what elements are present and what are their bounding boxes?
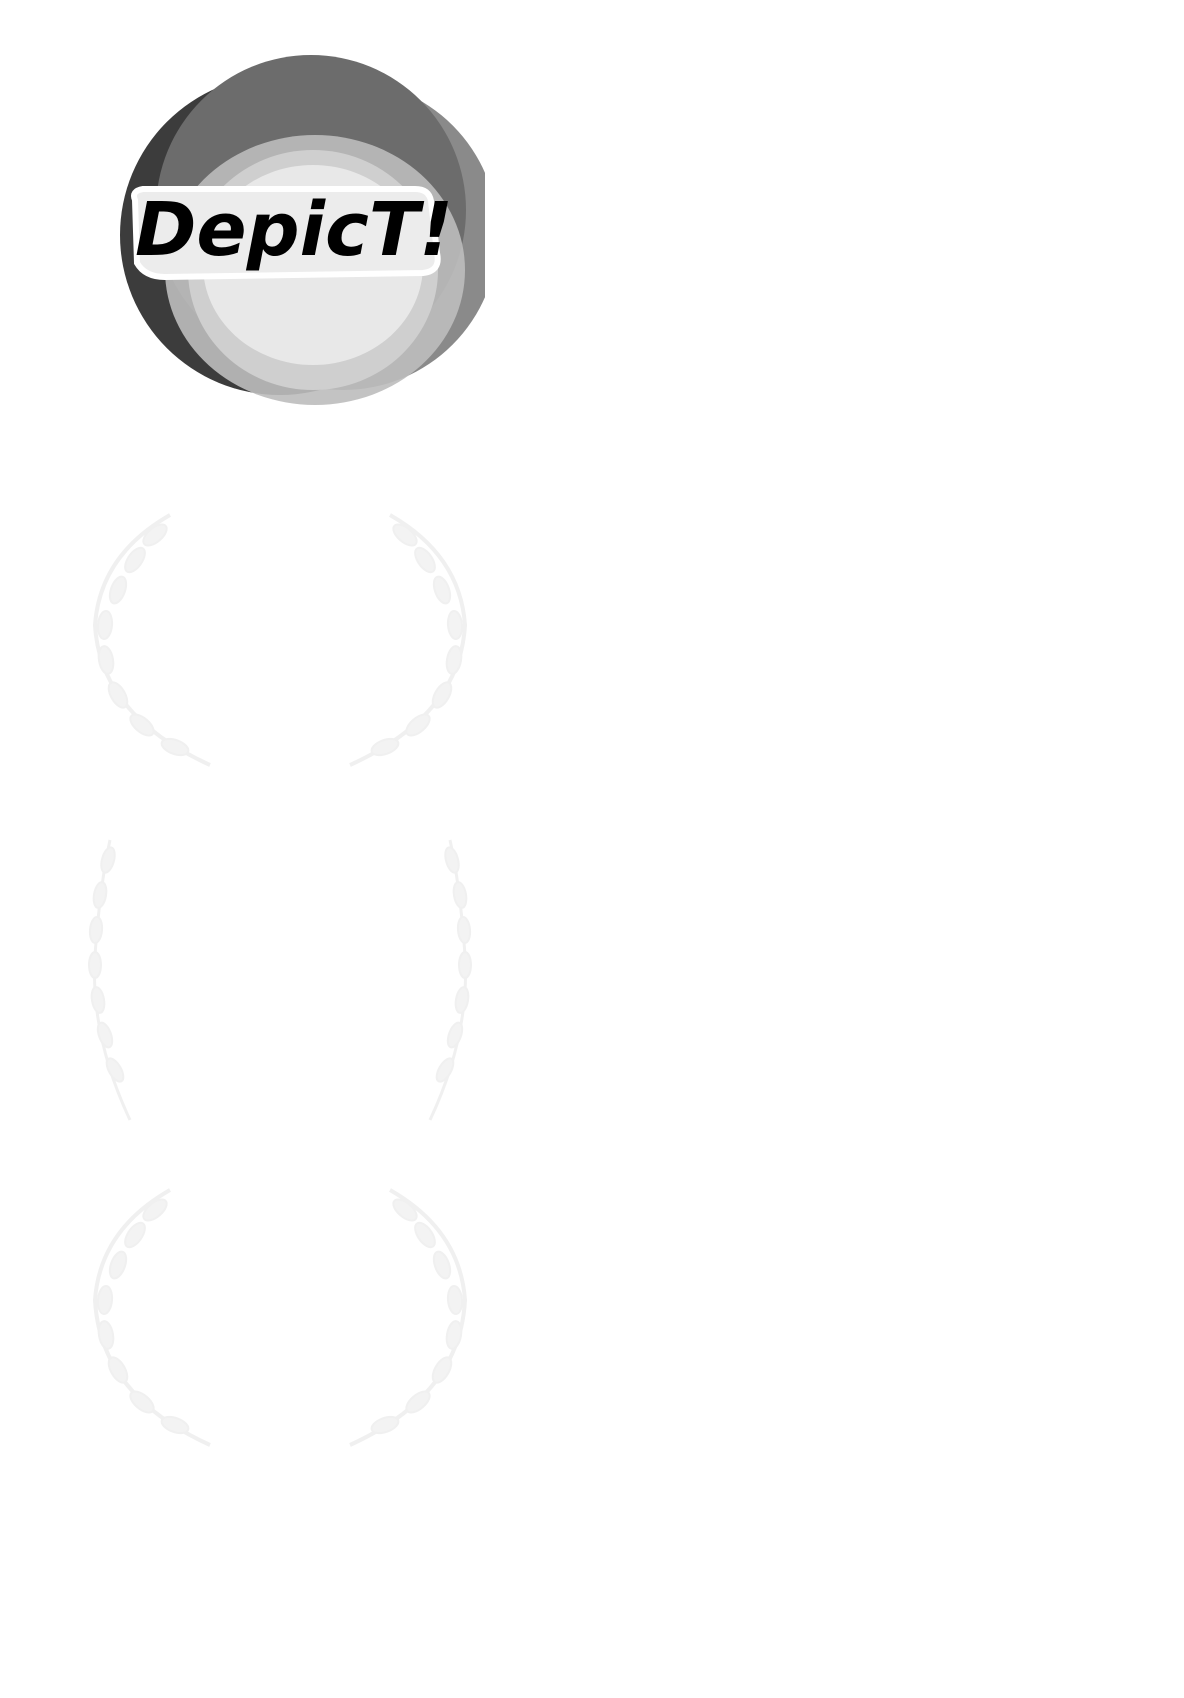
laurel-wreath-icon bbox=[60, 505, 500, 785]
laurel-wreath-icon bbox=[60, 1180, 500, 1465]
depict-logo: DepicT! bbox=[85, 55, 485, 450]
depict-logo-graphic: DepicT! bbox=[120, 55, 485, 405]
laurel-wreath-graphic bbox=[88, 839, 472, 1121]
logo-text-sticker bbox=[131, 186, 441, 281]
logo-text: DepicT! bbox=[135, 187, 453, 273]
laurel-wreath-graphic bbox=[92, 513, 468, 767]
laurel-wreath-icon bbox=[60, 835, 500, 1125]
laurel-wreath-graphic bbox=[92, 1188, 468, 1447]
